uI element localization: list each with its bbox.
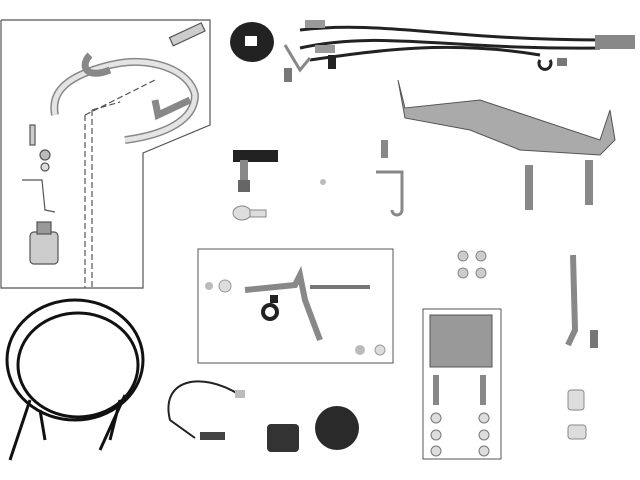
cable-retainer bbox=[376, 140, 404, 217]
mounting-bracket bbox=[397, 79, 616, 210]
throttle-cable-assembly bbox=[230, 20, 635, 82]
rubber-pad bbox=[267, 424, 299, 452]
link-arm-box bbox=[197, 248, 394, 364]
spring-clip bbox=[232, 150, 278, 221]
bushings bbox=[567, 389, 587, 440]
washer-set bbox=[457, 250, 487, 279]
adjuster-rod bbox=[565, 254, 598, 348]
rubber-plug bbox=[315, 406, 359, 450]
nut bbox=[320, 179, 326, 185]
pigtail-connector bbox=[167, 380, 245, 440]
wire-harness-coil bbox=[5, 298, 145, 461]
adjuster-bracket-box bbox=[422, 308, 502, 460]
fuel-line-kit-box bbox=[0, 19, 211, 289]
